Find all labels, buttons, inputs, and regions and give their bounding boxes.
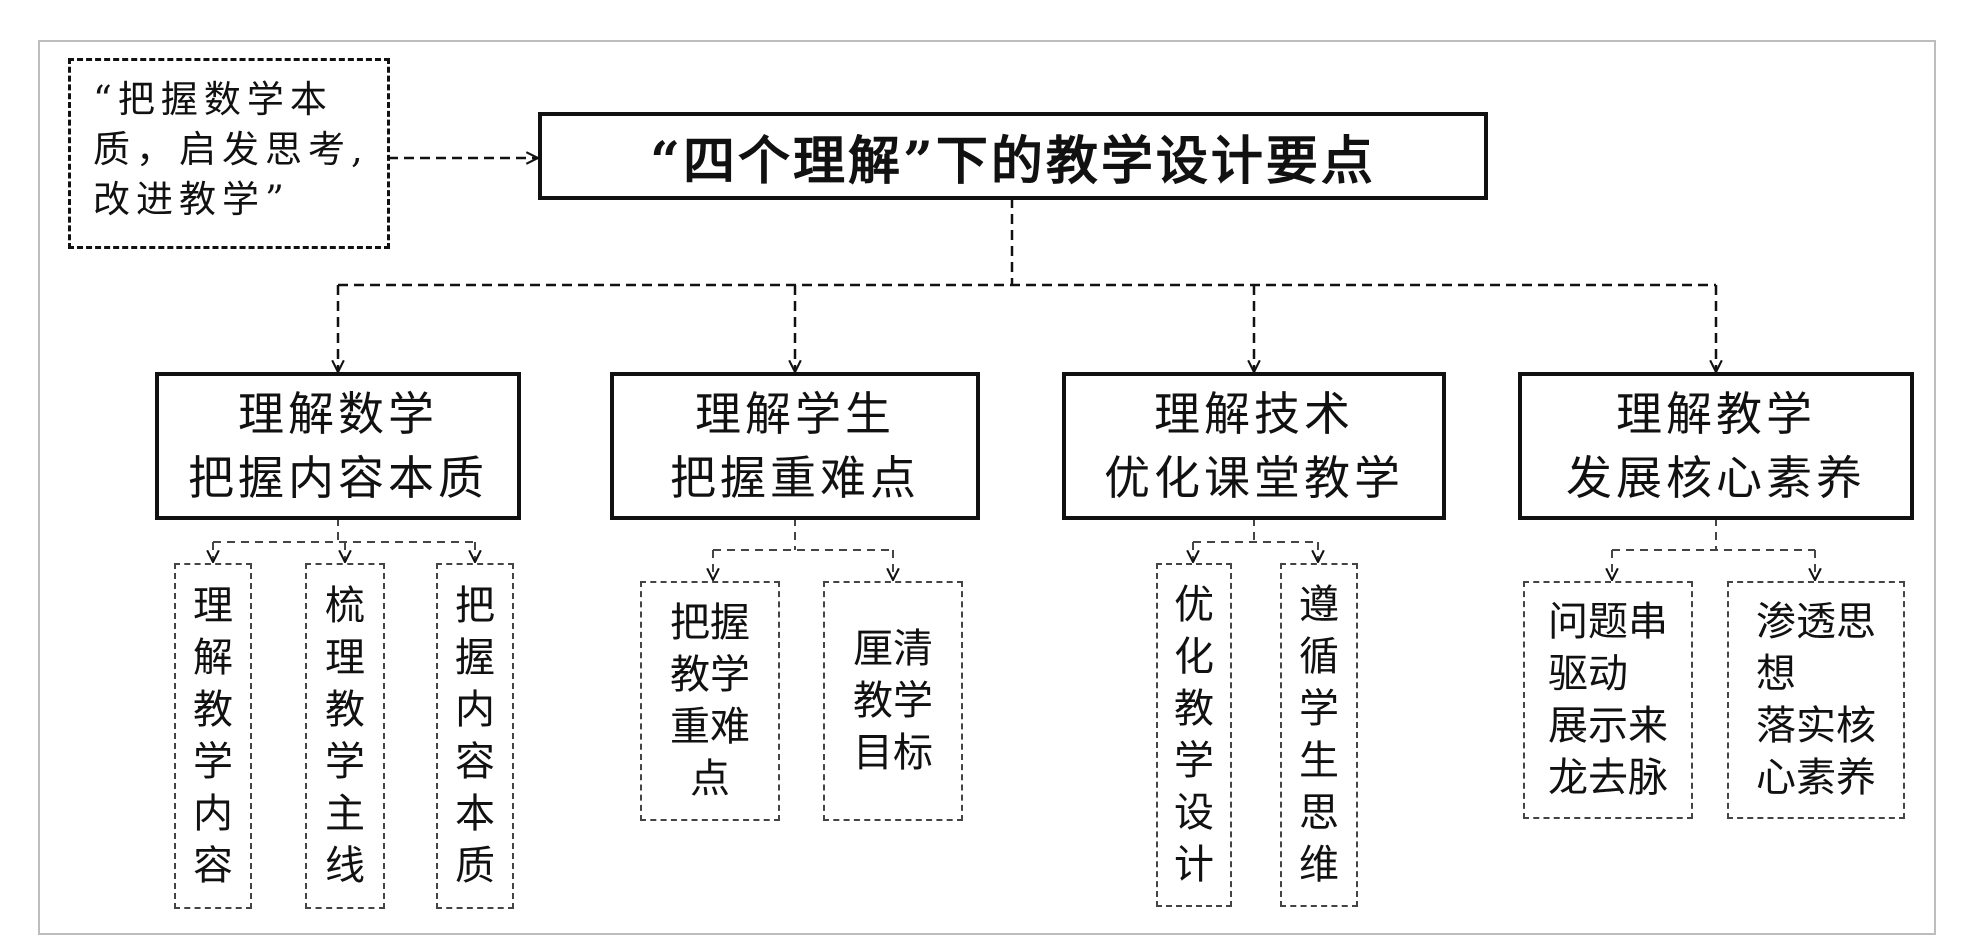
- category-label-1: 理解数学 把握内容本质: [188, 387, 488, 505]
- note-text: “把握数学本 质，启发思考, 改进教学”: [93, 78, 369, 221]
- category-label-3: 理解技术 优化课堂教学: [1104, 387, 1404, 505]
- leaf-label: 理 解 教 学 内 容: [193, 583, 233, 889]
- leaf-label: 渗透思 想 落实核 心素养: [1756, 599, 1876, 801]
- category-label-4: 理解教学 发展核心素养: [1566, 387, 1866, 505]
- leaf-box-3-2: 遵 循 学 生 思 维: [1280, 563, 1358, 907]
- leaf-box-4-1: 问题串 驱动 展示来 龙去脉: [1523, 581, 1693, 819]
- leaf-box-1-3: 把 握 内 容 本 质: [436, 563, 514, 909]
- leaf-box-3-1: 优 化 教 学 设 计: [1156, 563, 1232, 907]
- leaf-label: 把握 教学 重难 点: [670, 600, 750, 802]
- category-label-2: 理解学生 把握重难点: [670, 387, 920, 505]
- category-box-4: 理解教学 发展核心素养: [1518, 372, 1914, 520]
- category-box-1: 理解数学 把握内容本质: [155, 372, 521, 520]
- leaf-label: 把 握 内 容 本 质: [455, 583, 495, 889]
- leaf-label: 梳 理 教 学 主 线: [325, 583, 365, 889]
- category-box-2: 理解学生 把握重难点: [610, 372, 980, 520]
- leaf-label: 问题串 驱动 展示来 龙去脉: [1548, 599, 1668, 801]
- diagram-frame: [38, 40, 1936, 935]
- leaf-box-2-2: 厘清 教学 目标: [823, 581, 963, 821]
- leaf-box-1-2: 梳 理 教 学 主 线: [305, 563, 385, 909]
- note-box: “把握数学本 质，启发思考, 改进教学”: [68, 58, 390, 249]
- leaf-label: 遵 循 学 生 思 维: [1299, 582, 1339, 888]
- leaf-box-4-2: 渗透思 想 落实核 心素养: [1727, 581, 1905, 819]
- diagram-title: “四个理解”下的教学设计要点: [650, 130, 1376, 192]
- title-box: “四个理解”下的教学设计要点: [538, 112, 1488, 200]
- leaf-box-1-1: 理 解 教 学 内 容: [174, 563, 252, 909]
- category-box-3: 理解技术 优化课堂教学: [1062, 372, 1446, 520]
- leaf-label: 厘清 教学 目标: [853, 626, 933, 776]
- leaf-box-2-1: 把握 教学 重难 点: [640, 581, 780, 821]
- leaf-label: 优 化 教 学 设 计: [1174, 582, 1214, 888]
